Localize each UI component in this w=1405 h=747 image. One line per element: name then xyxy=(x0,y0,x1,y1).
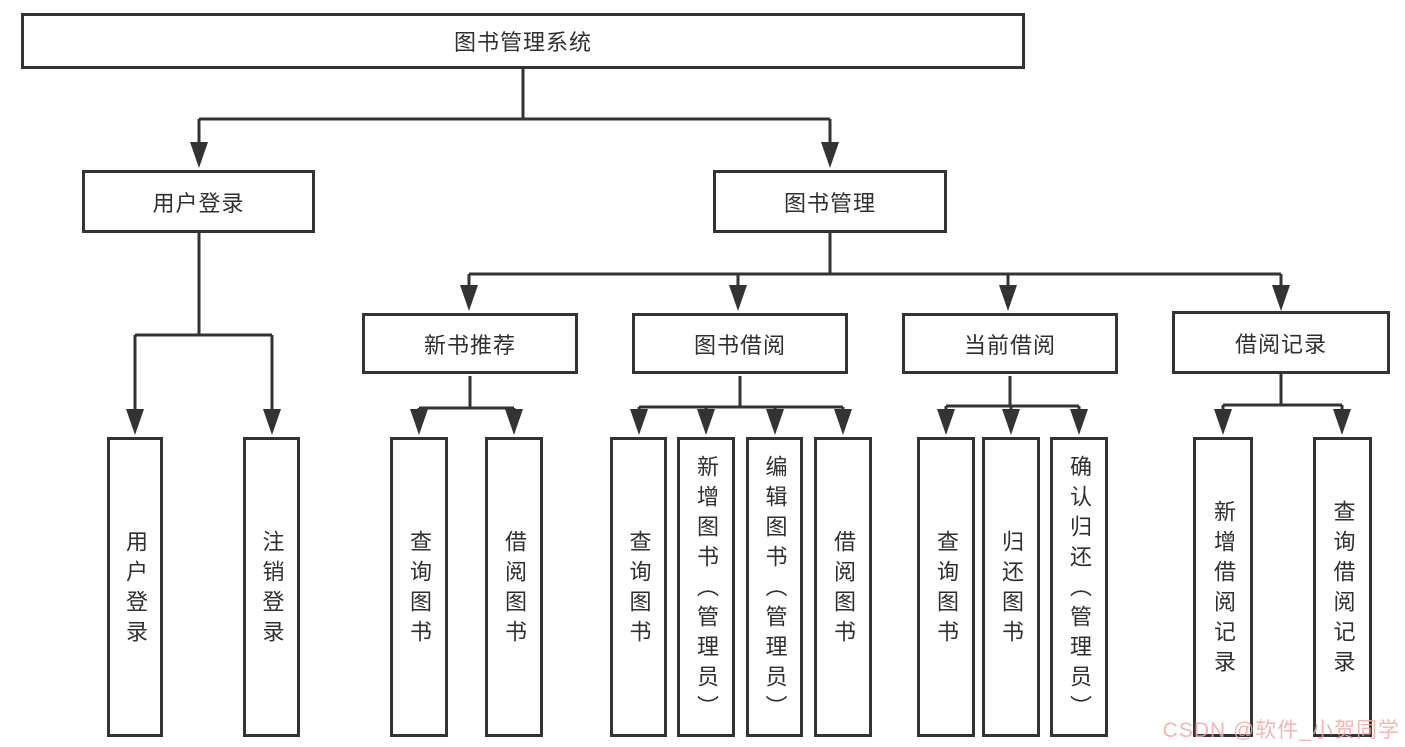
node-label: 图书管理系统 xyxy=(453,30,592,55)
node-label: 查询图书 xyxy=(934,530,959,650)
node-book-management-branch: 图书管理 xyxy=(713,170,947,233)
node-label: 用户登录 xyxy=(123,530,148,650)
leaf-add-borrow-record: 新增借阅记录 xyxy=(1193,437,1253,737)
node-label: 当前借阅 xyxy=(963,332,1056,358)
node-label: 用户登录 xyxy=(152,190,245,216)
leaf-return-book: 归还图书 xyxy=(982,437,1040,737)
node-new-book-recommend: 新书推荐 xyxy=(362,313,578,374)
node-label: 借阅图书 xyxy=(831,530,856,650)
leaf-borrow-book: 借阅图书 xyxy=(814,437,872,737)
node-label: 归还图书 xyxy=(999,530,1024,650)
node-borrowing-records: 借阅记录 xyxy=(1172,311,1390,374)
node-book-borrowing: 图书借阅 xyxy=(632,313,848,374)
node-label: 图书借阅 xyxy=(693,332,786,358)
arrowheads xyxy=(126,142,1351,435)
leaf-add-book-admin: 新增图书（管理员） xyxy=(677,437,735,737)
leaf-borrow-book-recommend: 借阅图书 xyxy=(485,437,543,737)
node-label: 新书推荐 xyxy=(423,332,516,358)
node-user-login-branch: 用户登录 xyxy=(82,170,315,233)
leaf-query-borrow-record: 查询借阅记录 xyxy=(1313,437,1372,737)
node-label: 查询图书 xyxy=(626,530,652,650)
leaf-confirm-return-admin: 确认归还（管理员） xyxy=(1050,437,1108,737)
node-label: 借阅记录 xyxy=(1234,331,1327,357)
leaf-edit-book-admin: 编辑图书（管理员） xyxy=(746,437,803,737)
csdn-watermark: CSDN @软件_小贺同学 xyxy=(1162,719,1400,742)
leaf-query-book-recommend: 查询图书 xyxy=(390,437,448,737)
leaf-logout: 注销登录 xyxy=(243,437,300,737)
leaf-query-book-current: 查询图书 xyxy=(917,437,975,737)
node-label: 新增借阅记录 xyxy=(1211,500,1236,680)
node-root-library-system: 图书管理系统 xyxy=(21,13,1025,69)
node-label: 编辑图书（管理员） xyxy=(762,455,788,725)
node-label: 注销登录 xyxy=(259,530,285,650)
node-label: 查询借阅记录 xyxy=(1330,500,1356,680)
node-label: 新增图书（管理员） xyxy=(694,455,719,725)
leaf-query-book-borrowing: 查询图书 xyxy=(610,437,667,737)
node-label: 确认归还（管理员） xyxy=(1067,455,1092,725)
node-label: 图书管理 xyxy=(783,190,876,216)
leaf-user-login: 用户登录 xyxy=(107,437,163,737)
node-label: 查询图书 xyxy=(407,530,432,650)
node-current-borrowing: 当前借阅 xyxy=(902,313,1118,374)
node-label: 借阅图书 xyxy=(502,530,527,650)
